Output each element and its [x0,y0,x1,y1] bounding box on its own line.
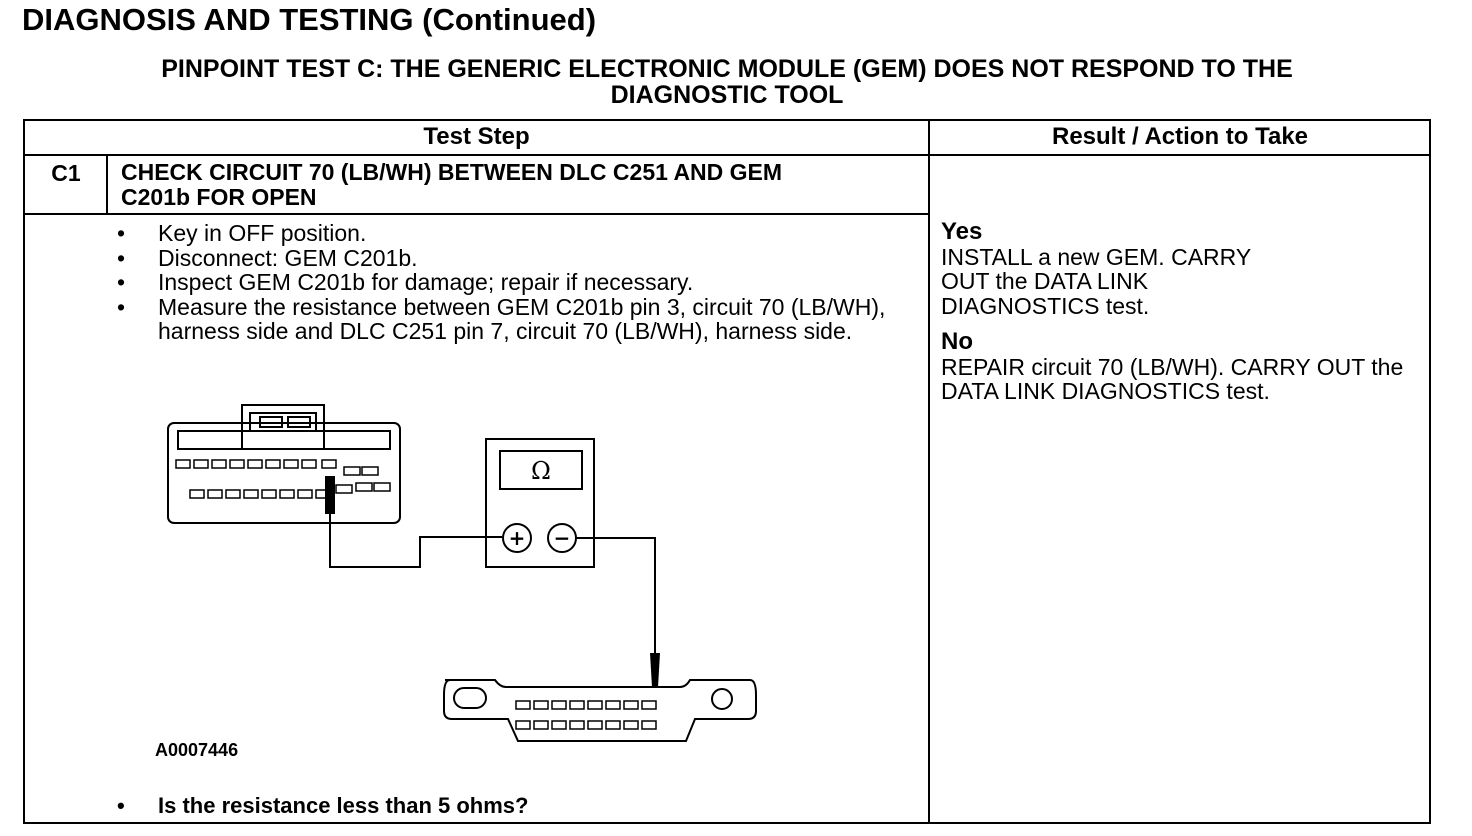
result-no-label: No [941,328,973,355]
ohm-symbol: Ω [531,457,551,485]
test-title-line-1: PINPOINT TEST C: THE GENERIC ELECTRONIC … [161,55,1293,83]
result-no-text: REPAIR circuit 70 (LB/WH). CARRY OUT the… [941,353,1404,404]
pinpoint-test-table [23,119,1431,824]
positive-lead [329,513,502,568]
negative-lead [576,537,656,653]
test-title-line-2: DIAGNOSTIC TOOL [610,81,844,109]
pinpoint-test-title: PINPOINT TEST C: THE GENERIC ELECTRONIC … [60,56,1394,108]
header-test-step: Test Step [423,123,530,150]
result-yes-label: Yes [941,218,983,245]
step-question-text: Is the resistance less than 5 ohms? [158,793,529,818]
column-divider [928,119,930,824]
step-id: C1 [51,160,81,186]
plus-symbol: + [509,526,526,550]
action-item: Key in OFF position. [117,221,907,246]
measurement-diagram: Ω + − [167,404,757,742]
result-no: No REPAIR circuit 70 (LB/WH). CARRY OUT … [941,328,1425,404]
gem-probe-icon [325,476,335,514]
result-yes-text: INSTALL a new GEM. CARRY OUT the DATA LI… [941,243,1251,319]
step-heading-line-1: CHECK CIRCUIT 70 (LB/WH) BETWEEN DLC C25… [121,159,783,185]
step-actions-list: Key in OFF position. Disconnect: GEM C20… [117,221,907,344]
step-title-divider [23,213,929,215]
header-result-action: Result / Action to Take [1051,123,1309,150]
result-yes: Yes INSTALL a new GEM. CARRY OUT the DAT… [941,218,1425,319]
figure-id: A0007446 [155,740,239,760]
dlc-connector-icon [443,679,757,742]
dlc-probe-icon [650,653,660,687]
minus-symbol: − [554,526,571,550]
action-item: Disconnect: GEM C201b. [117,245,907,271]
step-id-divider [106,155,108,214]
header-divider [23,154,1431,156]
step-heading-line-2: C201b FOR OPEN [121,184,317,210]
action-item: Measure the resistance between GEM C201b… [117,294,898,344]
step-question: Is the resistance less than 5 ohms? [117,793,907,819]
action-item: Inspect GEM C201b for damage; repair if … [117,270,907,295]
step-heading: CHECK CIRCUIT 70 (LB/WH) BETWEEN DLC C25… [121,160,911,210]
page-heading: DIAGNOSIS AND TESTING (Continued) [22,2,597,37]
gem-connector-icon [167,404,401,524]
